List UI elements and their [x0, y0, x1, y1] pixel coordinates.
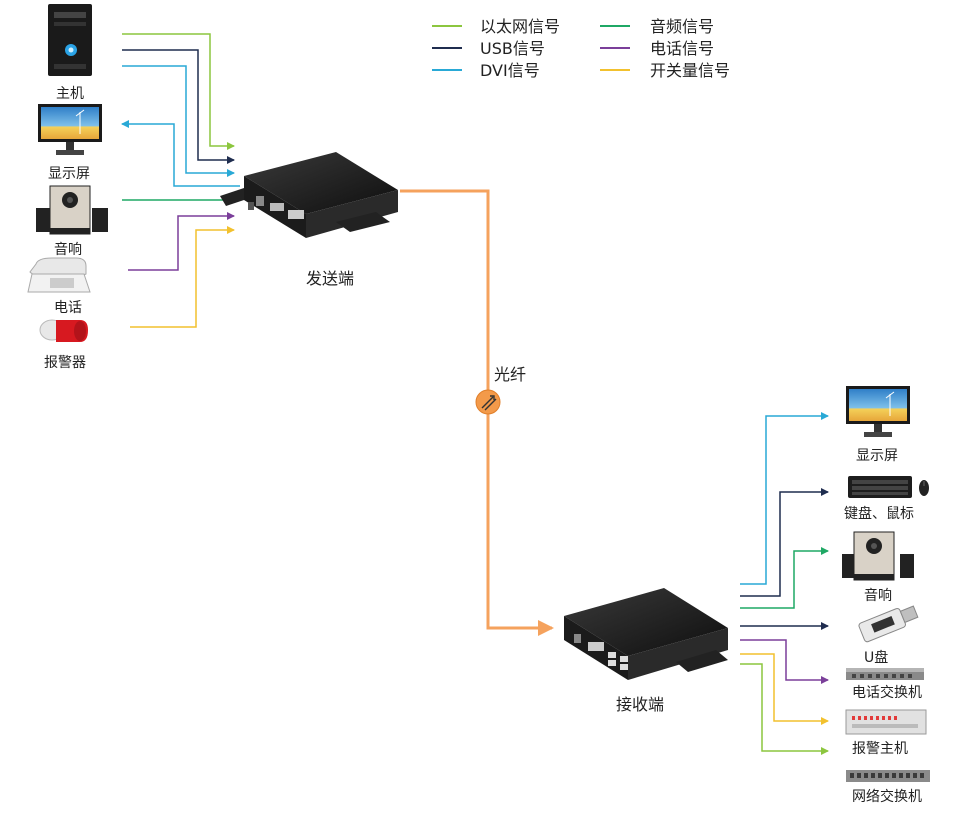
- legend-label: 以太网信号: [480, 17, 560, 36]
- connector-dvi-monitor-out: [740, 412, 829, 585]
- sender-device-monitor: 显示屏: [38, 104, 102, 182]
- device-label: 音响: [864, 587, 892, 604]
- fiber-link: 光纤: [400, 189, 554, 636]
- connector-usb-keyboard: [740, 488, 829, 597]
- legend-item-usb: USB信号: [432, 39, 545, 58]
- receiver-device-monitor: 显示屏: [846, 386, 910, 464]
- connector-telephone: [128, 212, 235, 271]
- receiver-unit: 接收端: [564, 588, 728, 714]
- device-label: U盘: [864, 649, 888, 666]
- connector-dvi-monitor: [121, 120, 240, 187]
- sender-device-speaker: 音响: [36, 185, 108, 258]
- connector-ethernet-switch: [740, 663, 829, 755]
- connector-ethernet-host: [122, 33, 235, 150]
- receiver-device-usb-drive: U盘: [858, 605, 919, 666]
- legend-label: 音频信号: [650, 17, 714, 36]
- speaker-icon: [36, 185, 108, 235]
- device-label: 报警器: [44, 355, 86, 371]
- legend: 以太网信号 USB信号 DVI信号 音频信号 电话信号 开关量信号: [432, 17, 730, 80]
- keyboard-mouse-icon: [848, 476, 929, 498]
- sender-connectors: [121, 33, 240, 328]
- receiver-device-phone-switch: 电话交换机: [846, 668, 924, 701]
- sender-device-host: 主机: [48, 4, 92, 102]
- network-switch-icon: [846, 770, 930, 782]
- device-label: 主机: [56, 86, 84, 102]
- fiber-line: [400, 189, 554, 636]
- legend-label: USB信号: [480, 39, 545, 58]
- device-label: 音响: [54, 241, 82, 258]
- monitor-icon: [38, 104, 102, 155]
- device-label: 显示屏: [48, 166, 90, 182]
- connector-dvi-host: [122, 65, 235, 177]
- usb-drive-icon: [858, 605, 919, 643]
- fiber-label: 光纤: [494, 365, 526, 384]
- legend-label: 开关量信号: [650, 61, 730, 80]
- receiver-label: 接收端: [616, 695, 664, 714]
- legend-item-audio: 音频信号: [600, 17, 714, 36]
- monitor-icon: [846, 386, 910, 437]
- sender-unit: 发送端: [220, 152, 398, 288]
- speaker-icon: [842, 531, 914, 581]
- device-label: 显示屏: [856, 448, 898, 464]
- alarm-siren-icon: [39, 319, 88, 342]
- desktop-pc-icon: [48, 4, 92, 76]
- legend-item-dvi: DVI信号: [432, 61, 540, 80]
- connector-audio-out: [740, 547, 829, 609]
- legend-label: 电话信号: [650, 39, 714, 58]
- connector-alarm: [130, 226, 235, 328]
- connector-alarm-host: [740, 653, 829, 725]
- sender-device-telephone: 电话: [27, 257, 91, 316]
- receiver-device-keyboard: 键盘、鼠标: [844, 476, 929, 522]
- connector-usb-host: [122, 49, 235, 164]
- connector-telephone-switch: [740, 639, 829, 684]
- alarm-host-icon: [845, 709, 927, 735]
- legend-item-ethernet: 以太网信号: [432, 17, 560, 36]
- device-label: 电话: [54, 300, 82, 316]
- receiver-connectors: [740, 412, 829, 755]
- sender-label: 发送端: [306, 269, 354, 288]
- receiver-device-speaker: 音响: [842, 531, 914, 604]
- phone-switch-icon: [846, 668, 924, 680]
- device-label: 键盘、鼠标: [844, 505, 914, 522]
- device-label: 网络交换机: [852, 788, 922, 805]
- legend-item-switch: 开关量信号: [600, 61, 730, 80]
- sender-device-alarm: 报警器: [39, 319, 88, 371]
- legend-item-telephone: 电话信号: [600, 39, 714, 58]
- receiver-device-network-switch: 网络交换机: [846, 770, 930, 805]
- receiver-device-alarm-host: 报警主机: [845, 709, 927, 757]
- fiber-arrows: [481, 395, 497, 411]
- device-label: 电话交换机: [852, 684, 922, 701]
- legend-label: DVI信号: [480, 61, 540, 80]
- telephone-icon: [27, 257, 91, 293]
- device-label: 报警主机: [852, 741, 908, 757]
